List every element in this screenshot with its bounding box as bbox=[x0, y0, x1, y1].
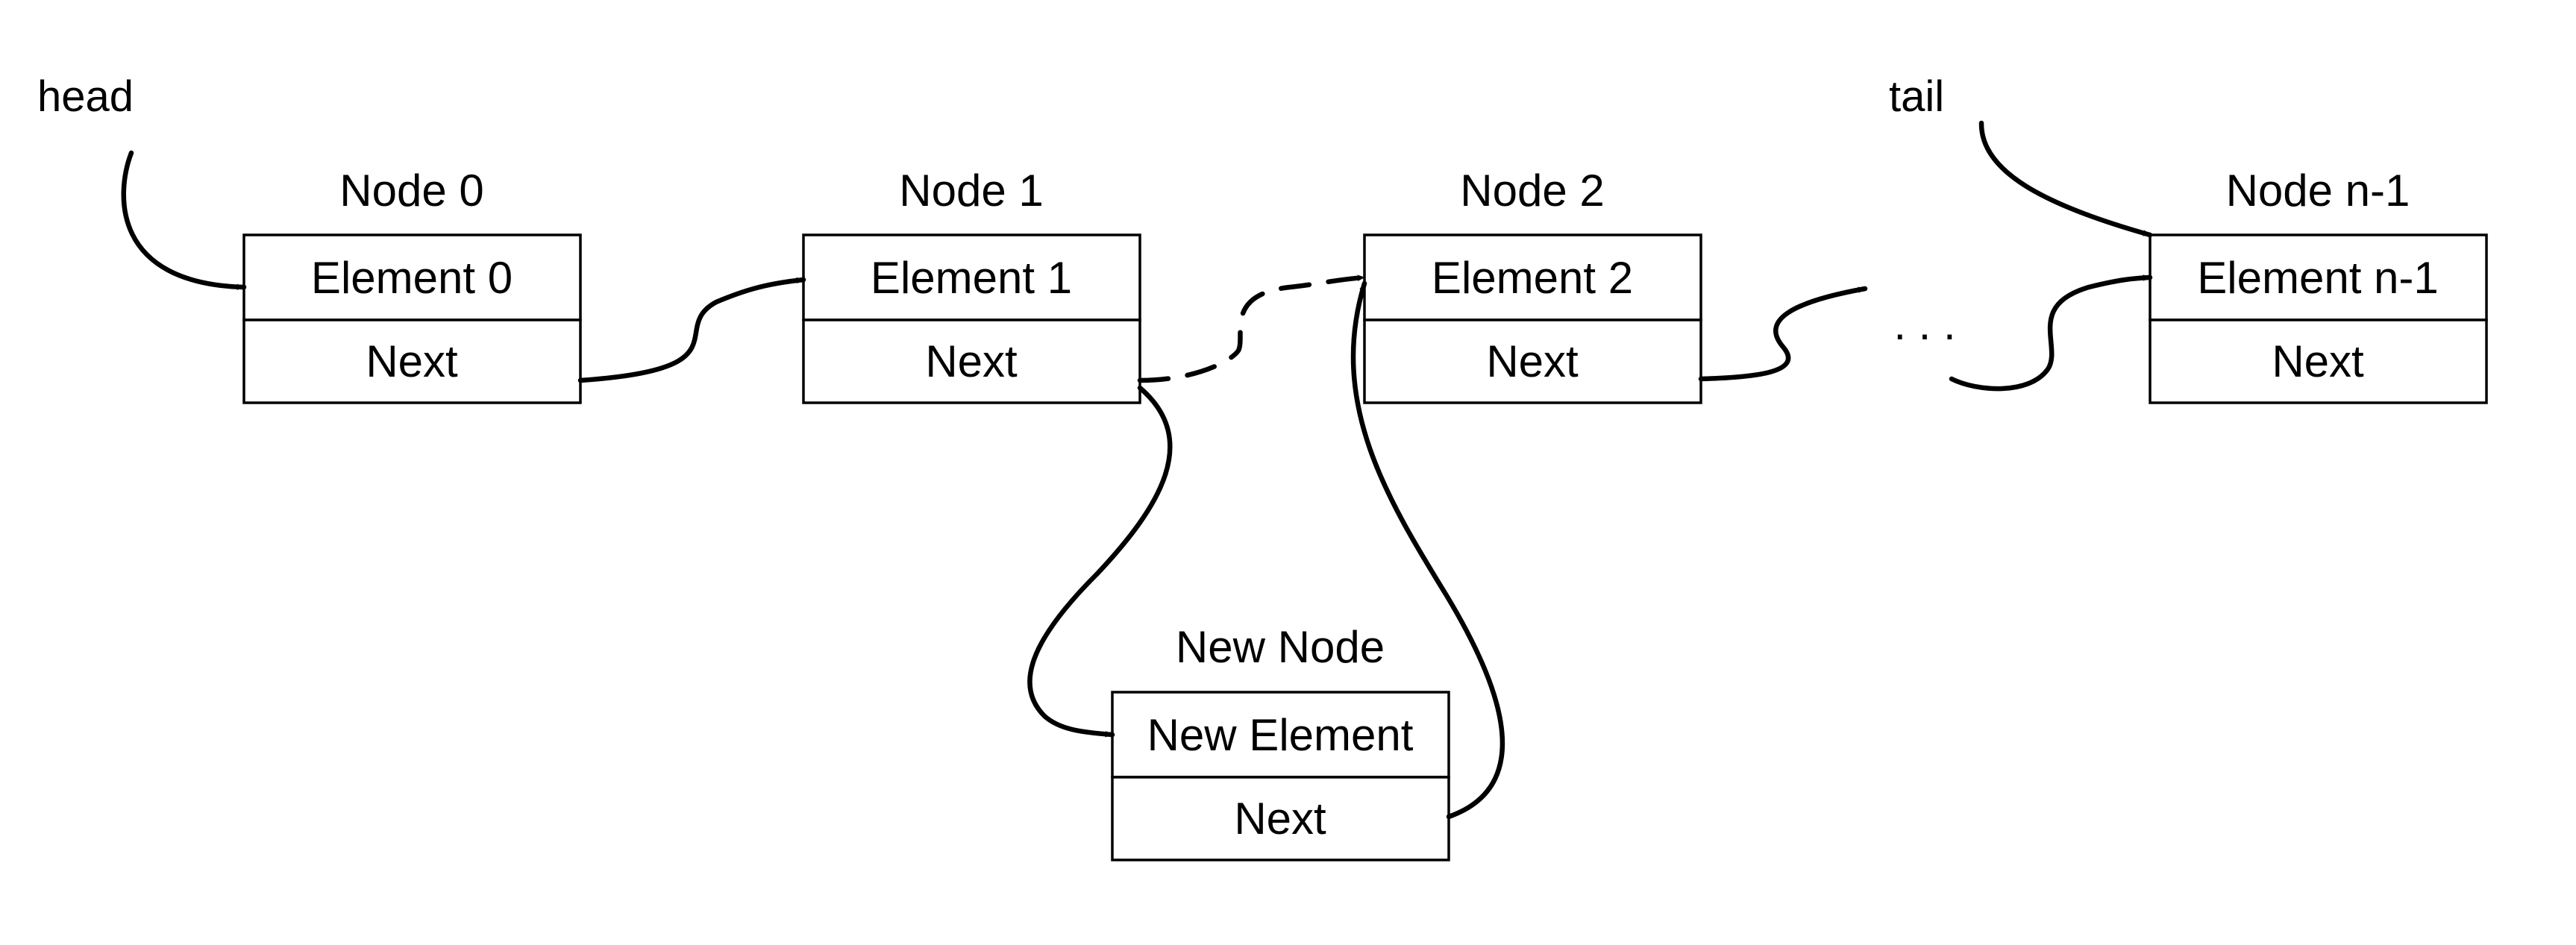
node-2: Node 2 Element 2 Next bbox=[1363, 166, 1702, 404]
ellipsis-to-node-n-1-arrow bbox=[1949, 274, 2153, 392]
element-cell bbox=[802, 233, 1141, 321]
node-title: New Node bbox=[1176, 622, 1385, 672]
element-label: Element 0 bbox=[311, 253, 513, 303]
head-label: head bbox=[37, 72, 134, 121]
node-title: Node n-1 bbox=[2226, 166, 2410, 216]
node-title: Node 0 bbox=[339, 166, 483, 216]
next-cell bbox=[242, 318, 582, 404]
node-0: Node 0 Element 0 Next bbox=[242, 166, 582, 404]
node-title: Node 2 bbox=[1460, 166, 1604, 216]
node-1: Node 1 Element 1 Next bbox=[802, 166, 1141, 404]
next-label: Next bbox=[366, 336, 458, 386]
next-cell bbox=[802, 318, 1141, 404]
new-node-to-node2-arrow bbox=[1350, 280, 1505, 820]
node-title: Node 1 bbox=[899, 166, 1043, 216]
node2-to-ellipsis-arrow bbox=[1698, 286, 1868, 382]
tail-label: tail bbox=[1889, 72, 1944, 121]
head-pointer-arrow bbox=[121, 150, 247, 290]
ellipsis: . . . bbox=[1893, 299, 1955, 349]
element-label: Element 2 bbox=[1432, 253, 1633, 303]
element-label: Element n-1 bbox=[2197, 253, 2439, 303]
old-node1-to-node2-arrow bbox=[1137, 274, 1367, 383]
element-label: New Element bbox=[1147, 710, 1414, 760]
node-n-minus-1: Node n-1 Element n-1 Next bbox=[2149, 166, 2488, 404]
next-cell bbox=[1111, 776, 1450, 861]
element-cell bbox=[242, 233, 582, 321]
next-cell bbox=[1363, 318, 1702, 404]
next-label: Next bbox=[1486, 336, 1579, 386]
next-label: Next bbox=[2272, 336, 2364, 386]
next-label: Next bbox=[1234, 794, 1326, 844]
next-cell bbox=[2149, 318, 2488, 404]
new-node: New Node New Element Next bbox=[1111, 622, 1450, 861]
tail-pointer-arrow bbox=[1978, 120, 2153, 238]
element-label: Element 1 bbox=[871, 253, 1072, 303]
node1-to-new-node-arrow bbox=[1027, 385, 1173, 738]
next-label: Next bbox=[925, 336, 1018, 386]
node0-to-node1-arrow bbox=[577, 277, 806, 383]
